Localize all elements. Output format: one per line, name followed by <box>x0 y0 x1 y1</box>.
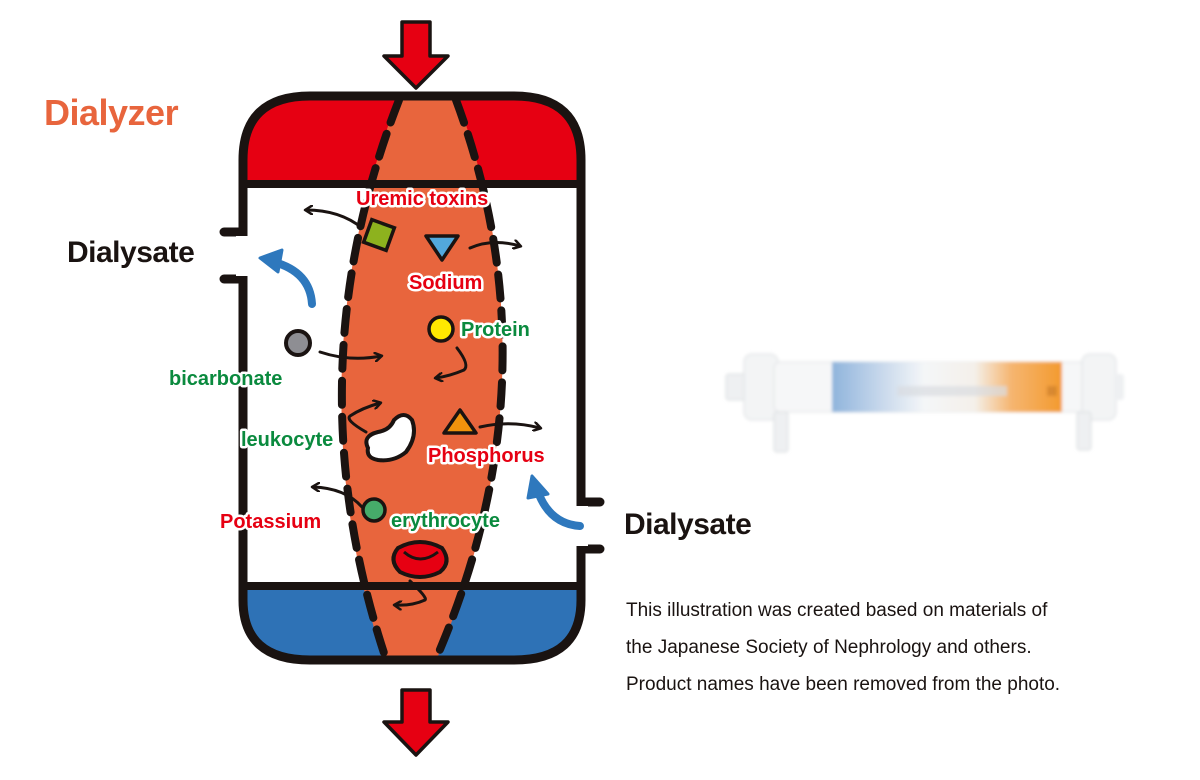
caption-line: the Japanese Society of Nephrology and o… <box>626 637 1032 658</box>
label-sodium: Sodium <box>409 272 482 294</box>
caption-line: This illustration was created based on m… <box>626 600 1048 621</box>
membrane-left <box>337 96 403 660</box>
protein-arrow-icon <box>436 346 468 378</box>
uremic-toxin-square-icon <box>361 217 397 253</box>
label-phosphorus: Phosphorus <box>428 445 545 467</box>
caption: This illustration was created based on m… <box>626 592 1060 703</box>
dialyzer-housing <box>238 91 586 665</box>
caption-line: Product names have been removed from the… <box>626 674 1061 695</box>
sodium-arrow-icon <box>468 242 520 248</box>
phosphorus-triangle-icon <box>442 408 478 435</box>
potassium-arrow-icon <box>313 487 364 509</box>
dialysate-outlet-label: Dialysate <box>67 236 195 269</box>
label-protein: Protein <box>461 319 530 341</box>
bicarbonate-circle-icon <box>284 329 312 357</box>
label-erythrocyte: erythrocyte <box>391 510 500 532</box>
bicarbonate-arrow-icon <box>318 350 381 358</box>
label-potassium: Potassium <box>220 511 321 533</box>
potassium-circle-icon <box>361 497 387 523</box>
protein-circle-icon <box>427 315 455 343</box>
dialysate-outlet-port <box>219 221 248 291</box>
figure-title: Dialyzer <box>44 92 179 133</box>
sodium-triangle-icon <box>424 234 460 262</box>
label-bicarbonate: bicarbonate <box>169 368 282 390</box>
phosphorus-arrow-icon <box>478 424 540 428</box>
leukocyte-icon <box>364 413 416 463</box>
blood-out-arrow-icon <box>382 688 450 757</box>
uremic-toxin-arrow-icon <box>306 210 364 230</box>
leukocyte-arrow-icon <box>347 403 380 434</box>
label-leukocyte: leukocyte <box>241 429 333 451</box>
dialysate-inlet-label: Dialysate <box>624 508 752 541</box>
dialysate-inlet-port <box>576 491 605 561</box>
membrane-right <box>428 96 507 660</box>
erythrocyte-arrow-icon <box>395 579 427 605</box>
blood-in-arrow-icon <box>382 20 450 90</box>
label-uremic-toxins: Uremic toxins <box>356 188 488 210</box>
dialyzer-product-photo <box>725 353 1124 453</box>
erythrocyte-icon <box>391 540 449 579</box>
